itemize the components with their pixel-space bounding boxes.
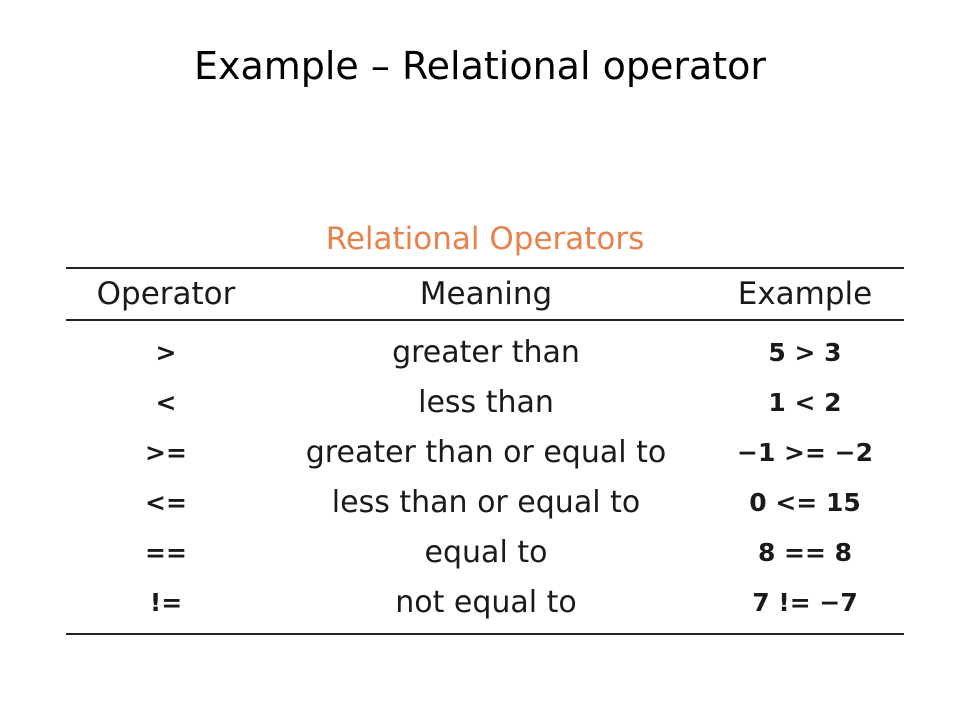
slide-title: Example – Relational operator <box>193 44 767 88</box>
example-cell: 0 <= 15 <box>749 487 861 517</box>
header-meaning: Meaning <box>419 276 553 312</box>
table-row: == equal to 8 == 8 <box>66 527 904 577</box>
operators-table-block: Relational Operators Operator Meaning Ex… <box>66 215 904 635</box>
operators-table: Operator Meaning Example > greater than … <box>66 267 904 635</box>
example-cell: 1 < 2 <box>768 387 842 417</box>
operator-cell: < <box>155 387 177 417</box>
meaning-cell: less than or equal to <box>331 484 641 520</box>
table-caption: Relational Operators <box>325 221 645 257</box>
table-row: <= less than or equal to 0 <= 15 <box>66 477 904 527</box>
header-operator: Operator <box>96 276 236 312</box>
meaning-cell: greater than <box>392 334 580 370</box>
meaning-cell: equal to <box>424 534 548 570</box>
table-row: > greater than 5 > 3 <box>66 320 904 377</box>
meaning-cell: less than <box>418 384 554 420</box>
operator-cell: != <box>149 587 183 617</box>
meaning-cell: not equal to <box>395 584 577 620</box>
operator-cell: <= <box>145 487 187 517</box>
table-header-row: Operator Meaning Example <box>66 268 904 320</box>
example-cell: 5 > 3 <box>768 337 842 367</box>
example-cell: 7 != −7 <box>752 587 858 617</box>
table-row: >= greater than or equal to −1 >= −2 <box>66 427 904 477</box>
header-example: Example <box>737 276 873 312</box>
example-cell: −1 >= −2 <box>737 437 873 467</box>
operator-cell: > <box>155 337 177 367</box>
table-row: != not equal to 7 != −7 <box>66 577 904 634</box>
operator-cell: >= <box>145 437 187 467</box>
operator-cell: == <box>145 537 187 567</box>
meaning-cell: greater than or equal to <box>305 434 667 470</box>
example-cell: 8 == 8 <box>757 537 853 567</box>
table-row: < less than 1 < 2 <box>66 377 904 427</box>
